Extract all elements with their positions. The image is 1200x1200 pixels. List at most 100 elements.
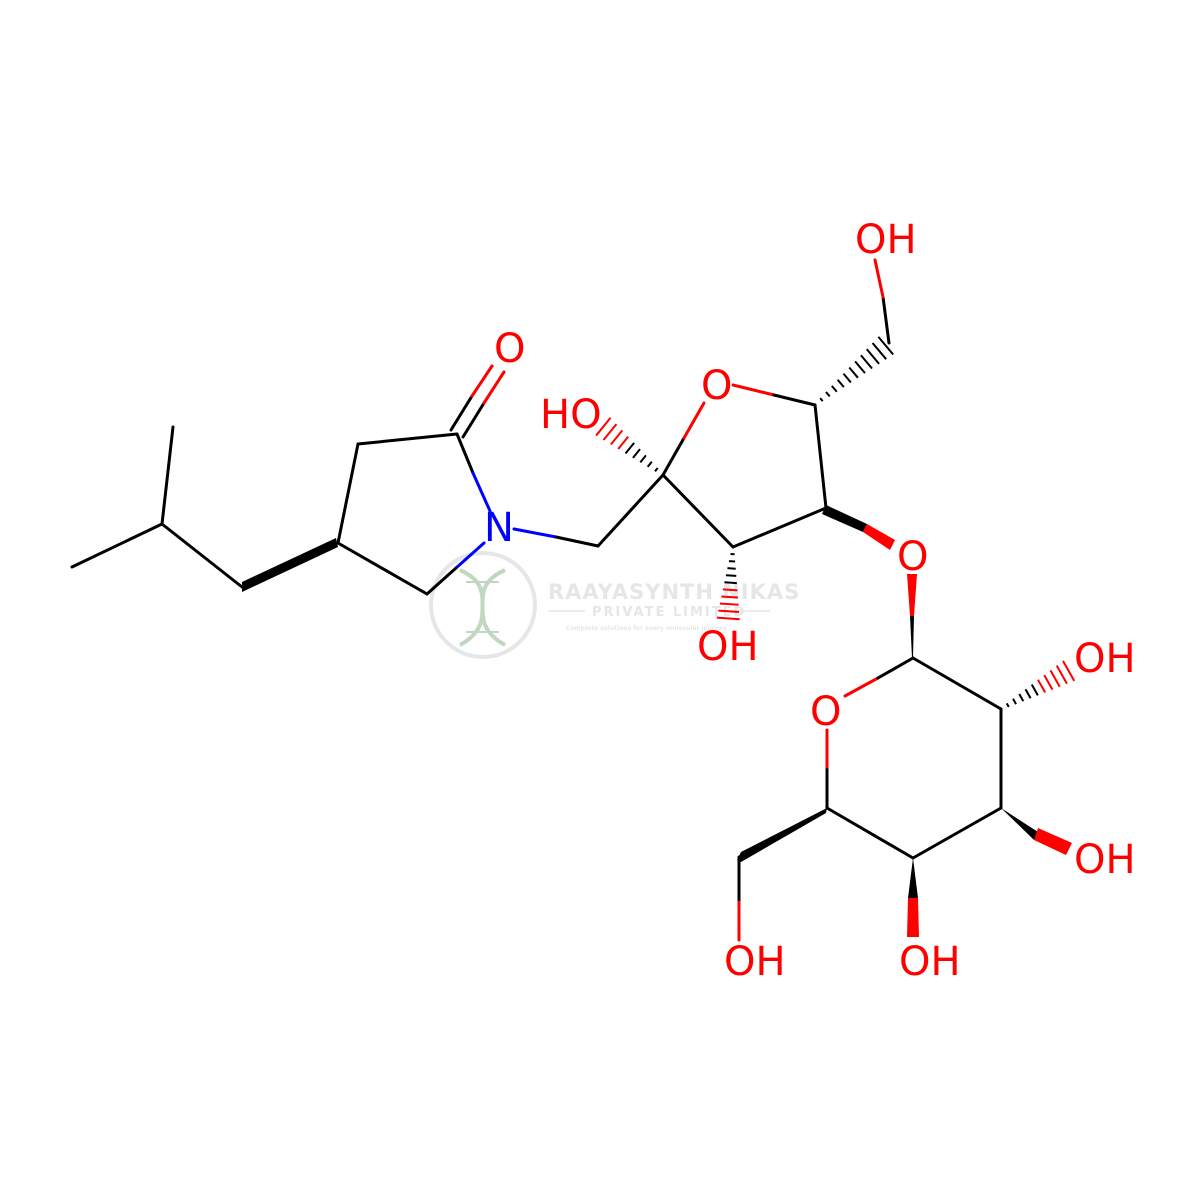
hash-bond-c5f-ch2oh-stroke [842, 372, 852, 384]
bond-n-c5-black [425, 566, 458, 596]
bond-c2-n-blue [471, 471, 492, 513]
atom-pyranose-c4-hydroxyl: OH [899, 939, 961, 985]
watermark-title: RAAYASYNTH NIKAS [548, 580, 800, 604]
hash-bond-c2p-oh-stroke [1055, 665, 1068, 685]
bond-n-ch2-blue [512, 527, 558, 539]
bond-ch2-c2f [596, 473, 665, 548]
bond-c2f-o-red [682, 401, 706, 440]
hash-bond-c2p-oh-stroke [1005, 702, 1010, 708]
atom-labels: O N O HO OH OH O O OH OH OH OH [484, 217, 1136, 985]
bond-n-ch2-black [554, 535, 600, 548]
hashed-bonds [595, 336, 1076, 708]
hash-bond-anomeric-oh-stroke [617, 435, 629, 450]
bond-carbonyl-2b [482, 370, 506, 405]
watermark-tagline: Complete solutions for every molecular j… [566, 625, 727, 632]
watermark-subtitle: PRIVATE LIMITED [592, 605, 746, 620]
bond-carbonyl-1b [470, 364, 494, 398]
bond-wedge-o-c1p-black [910, 616, 914, 658]
bond-c1p-c2p [911, 656, 1003, 711]
hash-bond-c2p-oh-stroke [1024, 688, 1032, 699]
bond-wedge-c3p-oh-red [1034, 828, 1072, 855]
hash-bond-c2p-oh-stroke [1043, 674, 1054, 691]
watermark-logo-ring [429, 551, 537, 659]
atom-furanose-ch2oh: OH [855, 217, 917, 263]
bond-o-c1p-red [843, 676, 880, 698]
bond-o-c5f-black [772, 393, 817, 407]
bond-c4-c3 [336, 442, 360, 545]
bond-c4p-c5p [825, 806, 915, 860]
bond-methyl-b [160, 425, 175, 526]
hash-bond-c5f-ch2oh-stroke [819, 397, 824, 402]
bond-c5f-c4f [813, 403, 828, 510]
hash-bond-c3f-oh-stroke [719, 602, 739, 606]
bond-wedge-c4p-oh-black [908, 858, 918, 898]
hash-bond-c5f-ch2oh-stroke [831, 385, 838, 393]
bond-methyl-a [70, 522, 164, 569]
atom-furanose-c3-hydroxyl: OH [697, 624, 759, 670]
bond-wedge-c5p-ch2-black [737, 808, 827, 862]
hash-bond-c5f-ch2oh-stroke [865, 348, 880, 365]
hash-bond-anomeric-oh-stroke [639, 454, 647, 464]
hash-bond-c3f-oh-stroke [721, 595, 739, 599]
hash-bond-anomeric-oh-stroke [646, 461, 653, 468]
bond-wedge-c3p-oh-black [1001, 808, 1038, 840]
atom-pyranose-c3-hydroxyl: OH [1074, 837, 1136, 883]
hash-bond-c5f-ch2oh-stroke [860, 354, 873, 370]
bond-carbonyl-1a [449, 394, 474, 432]
bond-c2f-o-black [661, 436, 686, 477]
bond-carbonyl-2a [461, 401, 486, 439]
hash-bond-c2p-oh-stroke [1018, 693, 1025, 702]
hash-bond-c5f-ch2oh-stroke [877, 336, 894, 356]
atom-anomeric-hydroxyl: HO [540, 392, 602, 438]
bond-wedge-c4 [242, 538, 338, 592]
watermark-logo-icon [459, 568, 506, 647]
hash-bond-c5f-ch2oh-stroke [836, 379, 845, 388]
bond-c3p-c4p [911, 806, 1003, 860]
hash-bond-c5f-ch2oh-stroke [854, 360, 866, 374]
hash-bond-c3f-oh-stroke [722, 588, 738, 592]
bond-wedge-o-c1p-red [907, 574, 917, 616]
hash-bond-c2p-oh-stroke [1030, 684, 1039, 696]
hash-bond-c3f-oh-stroke [718, 609, 740, 613]
hash-bond-c3f-oh-stroke [716, 616, 740, 621]
bond-ch2oh-o-black [881, 295, 891, 345]
atom-ring-nitrogen: N [484, 505, 514, 551]
atom-carbonyl-oxygen: O [494, 326, 525, 372]
bond-wedge-c4f-o-red [863, 524, 895, 550]
bonds [70, 258, 1072, 942]
hash-bond-c2p-oh-stroke [1062, 660, 1076, 682]
atom-pyranose-oxygen: O [810, 689, 841, 735]
bond-c3-c2 [356, 432, 459, 446]
hash-bond-c3f-oh-stroke [724, 581, 737, 585]
hash-bond-anomeric-oh-stroke [632, 448, 641, 459]
atom-pyranose-ch2oh: OH [724, 939, 786, 985]
bond-o-c1p-black [876, 656, 915, 680]
bond-c5-c4 [336, 541, 429, 596]
atom-pyranose-c2-hydroxyl: OH [1074, 636, 1136, 682]
bond-wedge-c4f-o [822, 505, 867, 532]
bond-wedge-c4p-oh-red [907, 898, 919, 937]
hash-bond-c5f-ch2oh-stroke [825, 391, 831, 398]
bond-c2-n-black [455, 432, 475, 475]
bond-o-c5f-red [731, 383, 776, 397]
bond-n-c5-blue [454, 541, 486, 570]
hash-bond-c3f-oh-stroke [727, 567, 736, 570]
atom-furanose-oxygen: O [701, 363, 732, 409]
hash-bond-anomeric-oh-stroke [610, 429, 624, 446]
hash-bond-anomeric-oh-stroke [654, 467, 659, 472]
hash-bond-c2p-oh-stroke [1037, 679, 1047, 693]
bond-c3f-c2f [661, 473, 735, 549]
bond-ch2oh-o-red [873, 258, 885, 299]
hash-bond-anomeric-oh-stroke [624, 442, 635, 455]
atom-glycosidic-oxygen: O [897, 534, 928, 580]
hash-bond-anomeric-oh-stroke [595, 417, 612, 437]
hash-bond-c2p-oh-stroke [1049, 669, 1061, 688]
hash-bond-c3f-oh-stroke [725, 574, 737, 577]
hash-bond-c5f-ch2oh-stroke [848, 366, 859, 379]
hash-bond-anomeric-oh-stroke [602, 423, 618, 441]
hash-bond-c5f-ch2oh-stroke [871, 342, 887, 360]
hash-bond-c2p-oh-stroke [1012, 698, 1017, 705]
bond-c4f-c3f [731, 506, 828, 549]
bond-isobutyl-ch2 [160, 522, 244, 589]
